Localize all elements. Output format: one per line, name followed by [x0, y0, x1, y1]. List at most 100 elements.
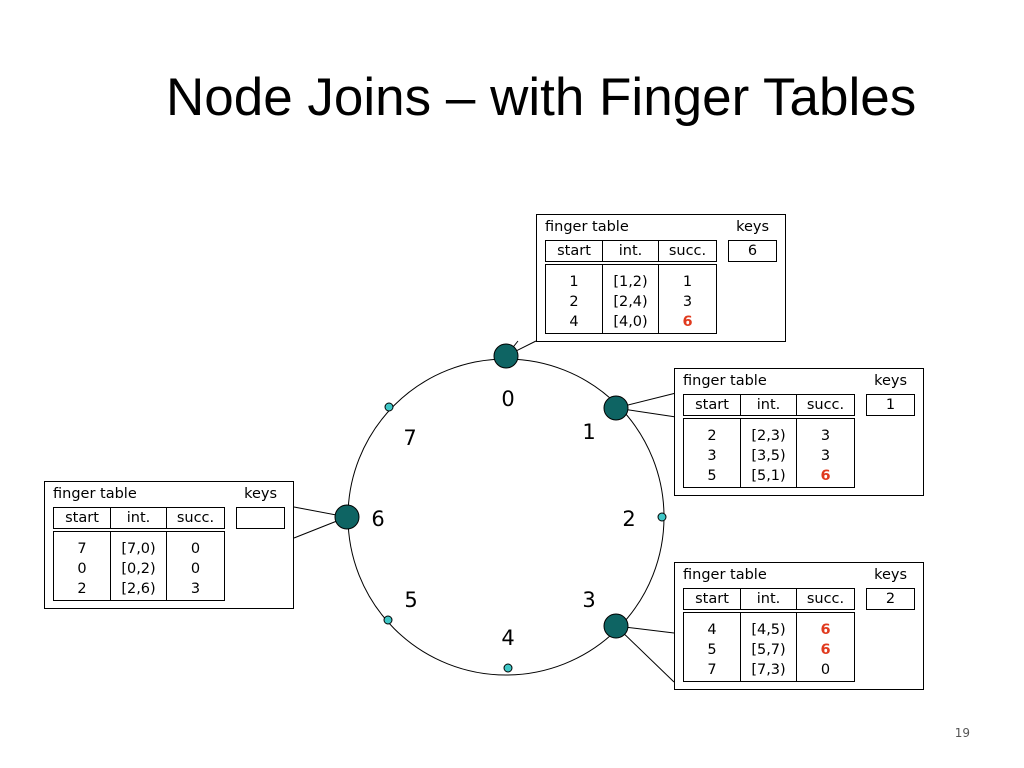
- finger-table-header: start int. succ.: [683, 394, 855, 416]
- keys-cell: 6: [728, 240, 777, 262]
- successor-cell: 3: [682, 294, 693, 310]
- start-cell: 2: [77, 581, 87, 597]
- node-1: [603, 395, 629, 421]
- successor-column: 0 0 3: [167, 532, 224, 600]
- successor-cell: 0: [190, 541, 201, 557]
- keys-cell: 1: [866, 394, 915, 416]
- finger-table-header: start int. succ.: [683, 588, 855, 610]
- successor-column: 6 6 0: [797, 613, 854, 681]
- start-cell: 0: [77, 561, 87, 577]
- interval-column: [2,3) [3,5) [5,1): [741, 419, 797, 487]
- start-cell: 7: [707, 662, 717, 678]
- node-5: [383, 615, 393, 625]
- node-2: [657, 512, 667, 522]
- interval-cell: [4,0): [613, 314, 648, 330]
- interval-cell: [2,6): [121, 581, 156, 597]
- finger-table-node-6: finger table keys start int. succ. 7 0 2…: [44, 481, 294, 609]
- keys-cell: 2: [866, 588, 915, 610]
- start-column: 4 5 7: [684, 613, 741, 681]
- finger-table-header: start int. succ.: [53, 507, 225, 529]
- header-start: start: [54, 508, 111, 528]
- interval-cell: [5,7): [751, 642, 786, 658]
- ring-label-0: 0: [501, 387, 515, 411]
- ring-label-1: 1: [582, 420, 596, 444]
- header-successor: succ.: [806, 397, 845, 413]
- successor-cell: 1: [682, 274, 693, 290]
- interval-cell: [2,3): [751, 428, 786, 444]
- successor-column: 1 3 6: [659, 265, 716, 333]
- successor-cell: 6: [820, 468, 831, 484]
- header-start: start: [546, 241, 603, 261]
- keys-title: keys: [874, 567, 907, 583]
- start-column: 1 2 4: [546, 265, 603, 333]
- interval-cell: [7,0): [121, 541, 156, 557]
- finger-table-title: finger table: [53, 486, 137, 502]
- header-interval: int.: [603, 241, 659, 261]
- start-cell: 4: [569, 314, 579, 330]
- keys-title: keys: [736, 219, 769, 235]
- start-cell: 2: [569, 294, 579, 310]
- successor-cell: 3: [190, 581, 201, 597]
- ring-label-4: 4: [501, 626, 515, 650]
- finger-table-header: start int. succ.: [545, 240, 717, 262]
- successor-cell: 6: [820, 642, 831, 658]
- successor-cell: 0: [820, 662, 831, 678]
- ring-label-6: 6: [371, 507, 385, 531]
- finger-table-body: 2 3 5 [2,3) [3,5) [5,1) 3 3 6: [683, 418, 855, 488]
- start-cell: 5: [707, 468, 717, 484]
- interval-column: [4,5) [5,7) [7,3): [741, 613, 797, 681]
- node-0: [493, 343, 519, 369]
- interval-cell: [7,3): [751, 662, 786, 678]
- header-interval: int.: [741, 395, 797, 415]
- start-cell: 5: [707, 642, 717, 658]
- ring-label-2: 2: [622, 507, 636, 531]
- ring-label-5: 5: [404, 588, 418, 612]
- interval-column: [1,2) [2,4) [4,0): [603, 265, 659, 333]
- successor-cell: 6: [682, 314, 693, 330]
- successor-cell: 3: [820, 428, 831, 444]
- start-cell: 2: [707, 428, 717, 444]
- start-column: 2 3 5: [684, 419, 741, 487]
- start-cell: 1: [569, 274, 579, 290]
- start-cell: 3: [707, 448, 717, 464]
- finger-table-body: 1 2 4 [1,2) [2,4) [4,0) 1 3 6: [545, 264, 717, 334]
- finger-table-body: 7 0 2 [7,0) [0,2) [2,6) 0 0 3: [53, 531, 225, 601]
- header-interval: int.: [741, 589, 797, 609]
- start-cell: 7: [77, 541, 87, 557]
- successor-cell: 0: [190, 561, 201, 577]
- finger-table-title: finger table: [683, 567, 767, 583]
- successor-cell: 3: [820, 448, 831, 464]
- page-number: 19: [954, 726, 970, 740]
- keys-title: keys: [874, 373, 907, 389]
- header-successor: succ.: [176, 510, 215, 526]
- interval-column: [7,0) [0,2) [2,6): [111, 532, 167, 600]
- interval-cell: [2,4): [613, 294, 648, 310]
- finger-table-title: finger table: [545, 219, 629, 235]
- keys-title: keys: [244, 486, 277, 502]
- finger-table-title: finger table: [683, 373, 767, 389]
- finger-table-node-3: finger table keys start int. succ. 4 5 7…: [674, 562, 924, 690]
- header-start: start: [684, 589, 741, 609]
- interval-cell: [1,2): [613, 274, 648, 290]
- header-successor: succ.: [668, 243, 707, 259]
- ring-label-3: 3: [582, 588, 596, 612]
- finger-table-body: 4 5 7 [4,5) [5,7) [7,3) 6 6 0: [683, 612, 855, 682]
- interval-cell: [0,2): [121, 561, 156, 577]
- interval-cell: [4,5): [751, 622, 786, 638]
- finger-table-node-1: finger table keys start int. succ. 2 3 5…: [674, 368, 924, 496]
- header-start: start: [684, 395, 741, 415]
- successor-cell: 6: [820, 622, 831, 638]
- node-4: [503, 663, 513, 673]
- header-successor: succ.: [806, 591, 845, 607]
- start-cell: 4: [707, 622, 717, 638]
- interval-cell: [3,5): [751, 448, 786, 464]
- slide-title: Node Joins – with Finger Tables: [166, 68, 917, 127]
- finger-table-node-0: finger table keys start int. succ. 1 2 4…: [536, 214, 786, 342]
- keys-cell: [236, 507, 285, 529]
- header-interval: int.: [111, 508, 167, 528]
- node-6: [334, 504, 360, 530]
- successor-column: 3 3 6: [797, 419, 854, 487]
- node-3: [603, 613, 629, 639]
- start-column: 7 0 2: [54, 532, 111, 600]
